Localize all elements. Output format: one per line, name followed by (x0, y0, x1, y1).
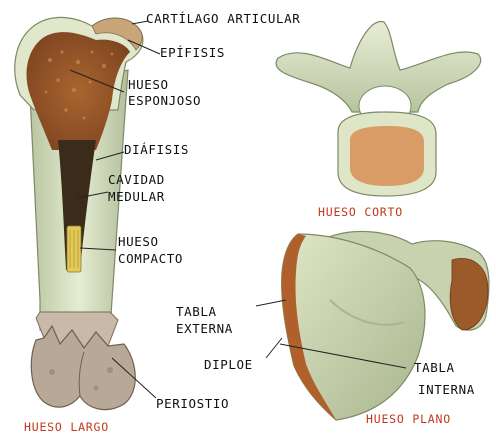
long-bone (15, 17, 143, 409)
label-compacto-2: COMPACTO (118, 251, 183, 267)
caption-hueso-largo: HUESO LARGO (24, 420, 109, 434)
label-hueso-esponjoso-2: ESPONJOSO (128, 93, 201, 109)
label-periostio: PERIOSTIO (156, 396, 229, 412)
label-tabla-interna-1: TABLA (414, 360, 455, 376)
label-diafisis: DIÁFISIS (124, 142, 189, 158)
label-cavidad-2: MEDULAR (108, 189, 165, 205)
label-epifisis: EPÍFISIS (160, 45, 225, 61)
label-cartilago: CARTÍLAGO ARTICULAR (146, 11, 300, 27)
label-diploe: DIPLOE (204, 357, 253, 373)
label-tabla-externa-2: EXTERNA (176, 321, 233, 337)
caption-hueso-plano: HUESO PLANO (366, 412, 451, 426)
label-compacto-1: HUESO (118, 234, 159, 250)
label-tabla-externa-1: TABLA (176, 304, 217, 320)
label-cavidad-1: CAVIDAD (108, 172, 165, 188)
label-hueso-esponjoso-1: HUESO (128, 77, 169, 93)
label-tabla-interna-2: INTERNA (418, 382, 475, 398)
vertebral-spongy (350, 126, 424, 186)
short-bone (276, 22, 481, 196)
caption-hueso-corto: HUESO CORTO (318, 205, 403, 219)
